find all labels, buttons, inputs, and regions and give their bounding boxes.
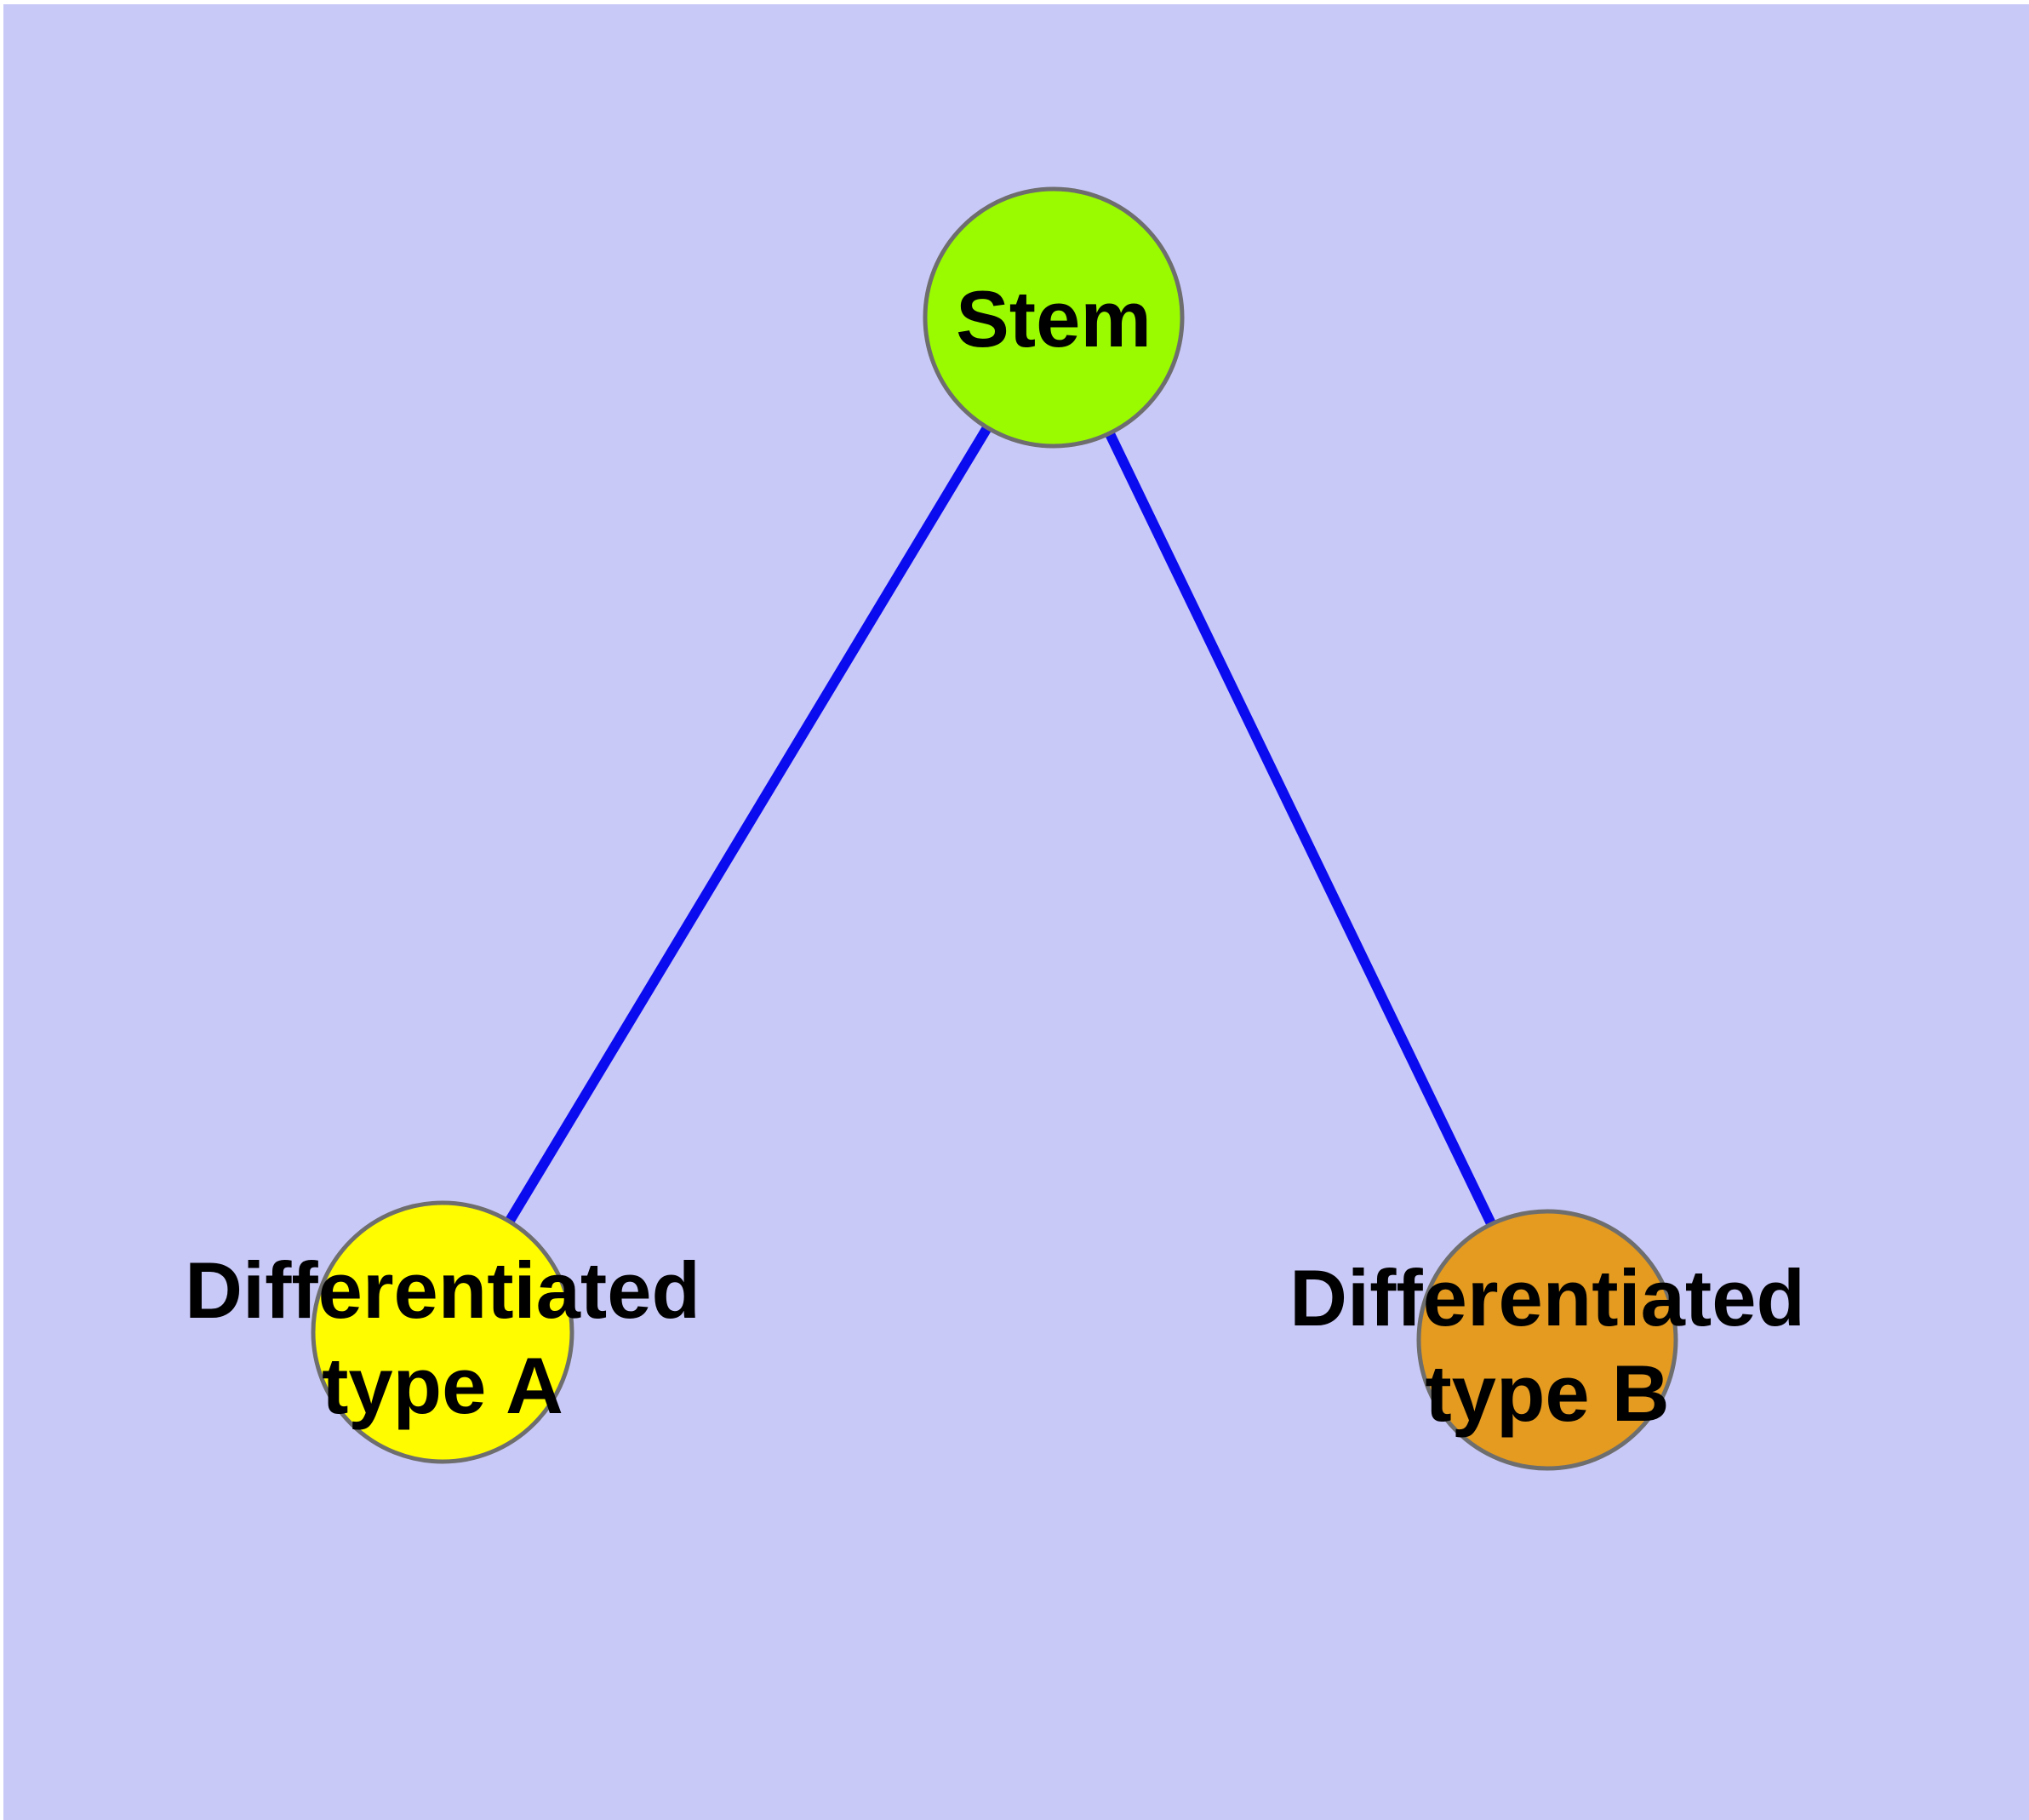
node-differentiated-type-a-circle — [311, 1200, 574, 1464]
node-stem-circle — [923, 186, 1185, 449]
edge-layer — [437, 314, 1552, 1342]
edge-stem-to-diff-b — [1049, 315, 1552, 1342]
edge-stem-to-diff-a — [437, 314, 1059, 1336]
node-stem-label: Stem — [956, 274, 1152, 363]
node-differentiated-type-b-circle — [1416, 1209, 1678, 1471]
node-stem: Stem — [923, 186, 1185, 449]
